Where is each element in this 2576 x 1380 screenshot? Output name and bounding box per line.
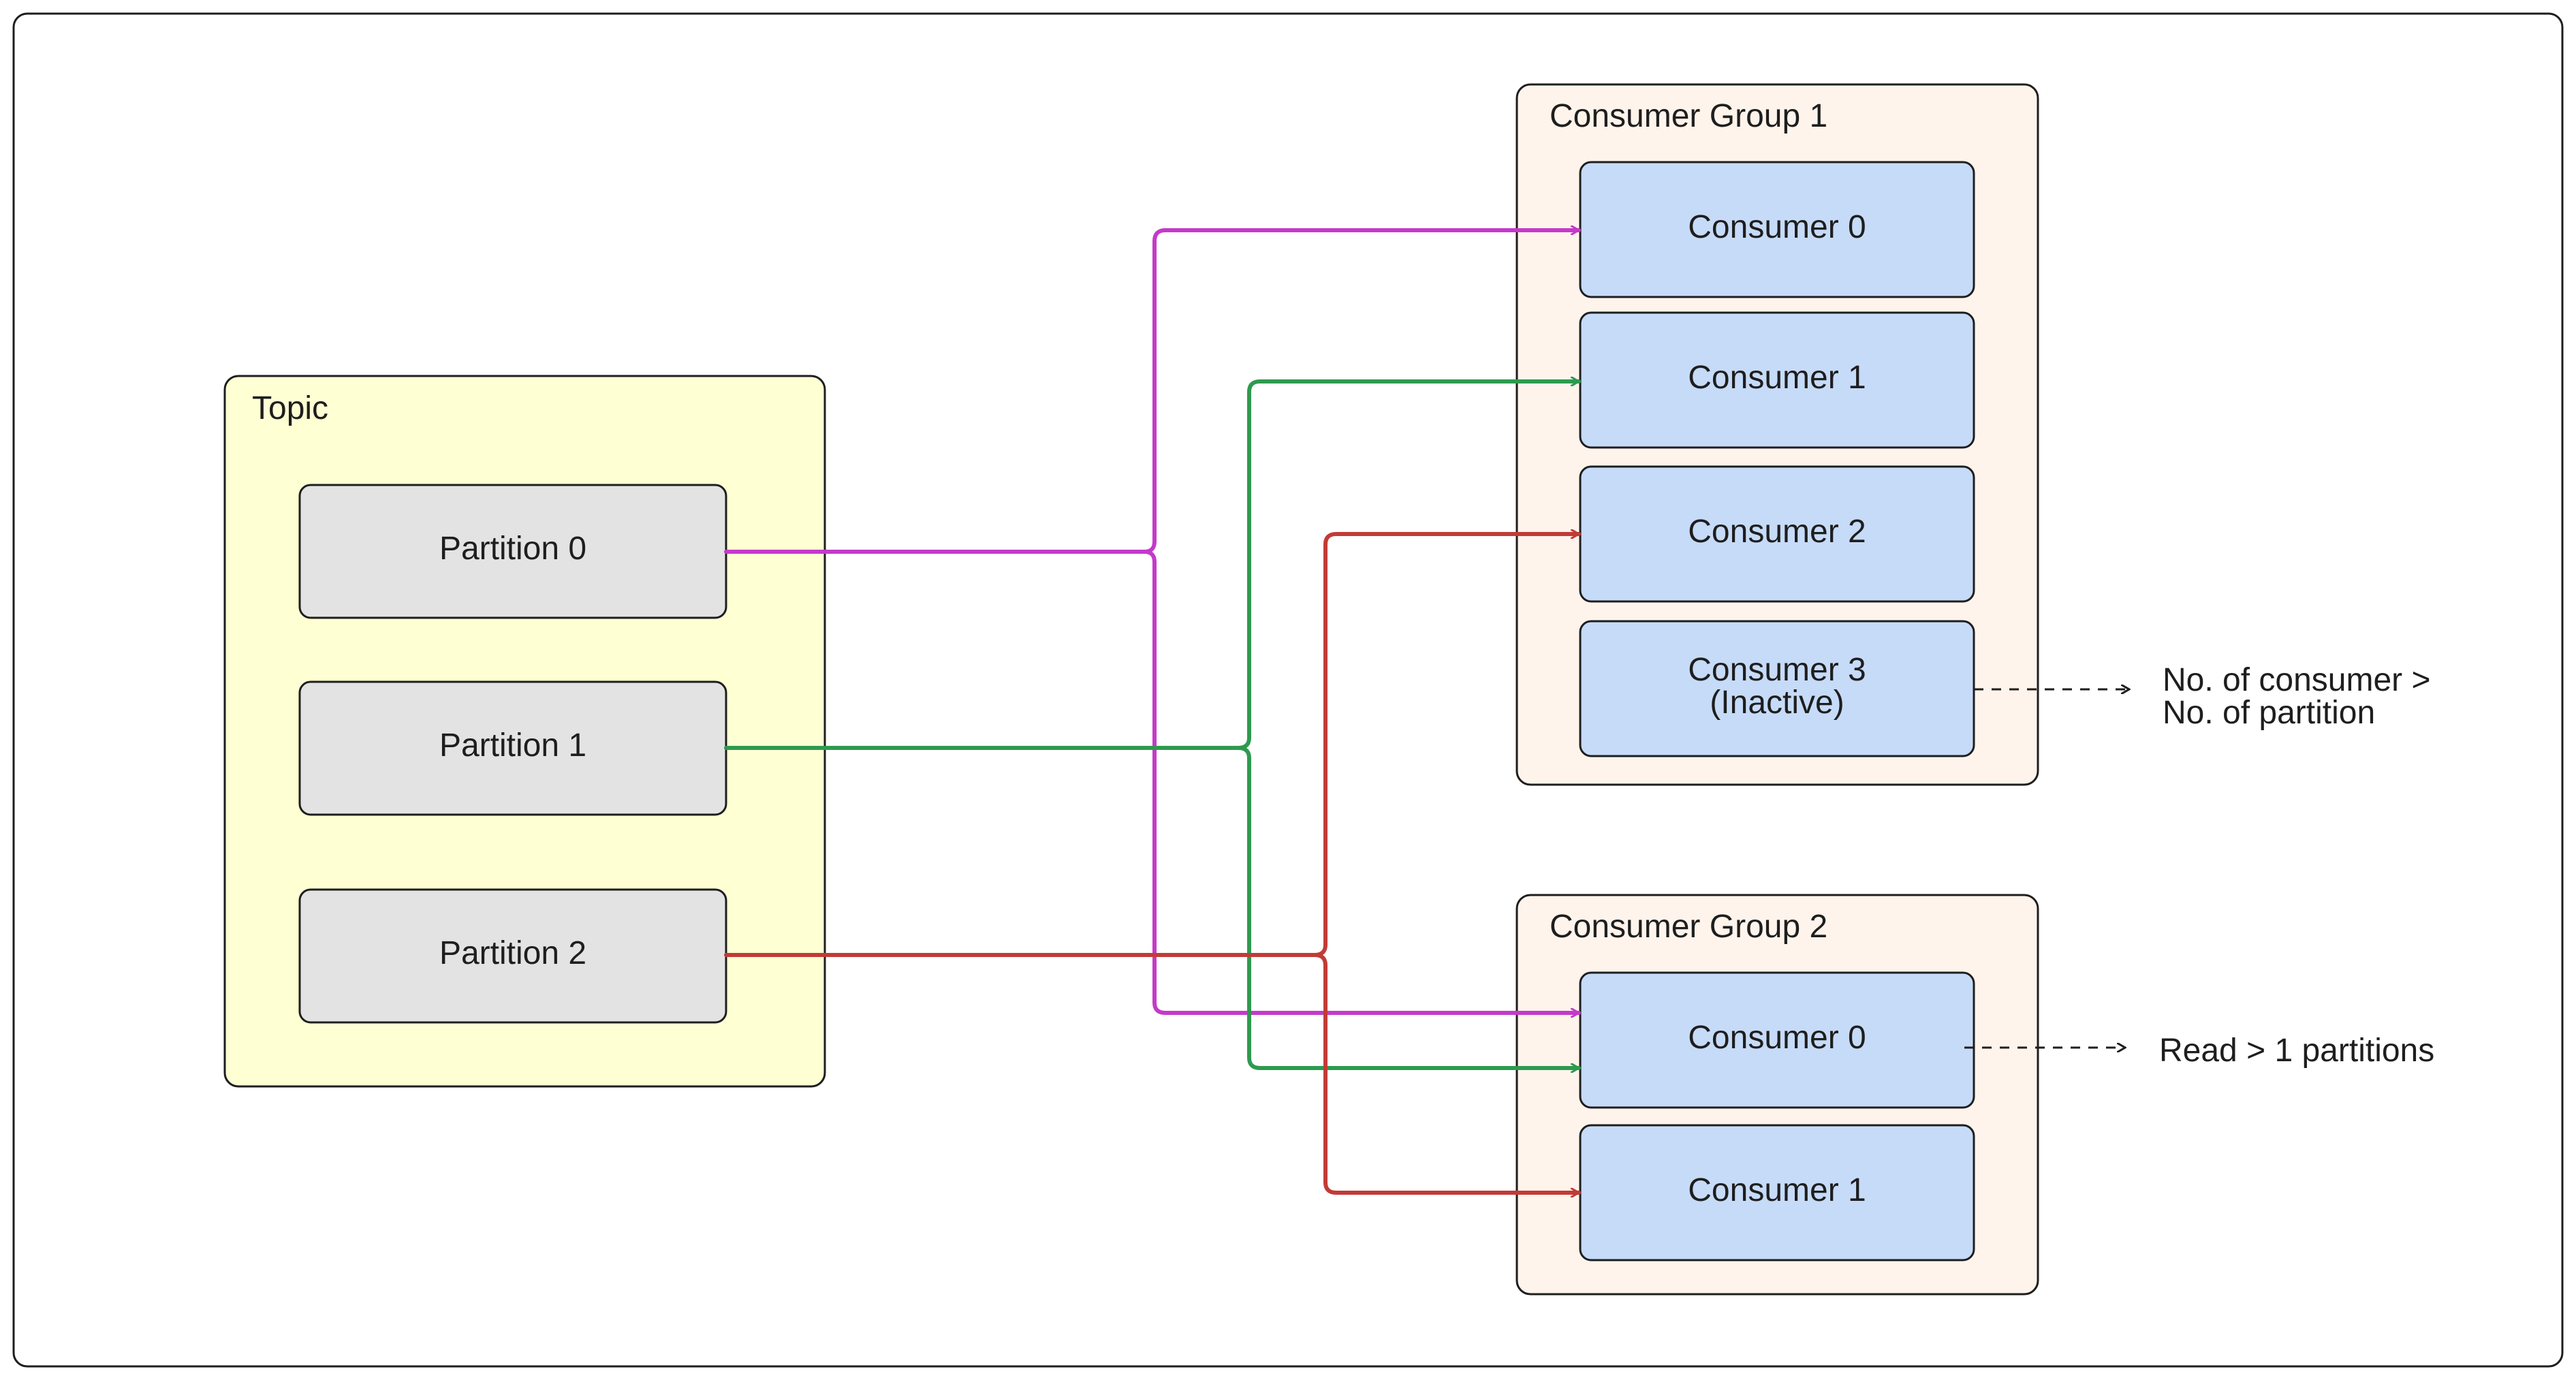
edge-p2-to-g2-consumer-1 xyxy=(1313,953,1581,1193)
note-group-2: Read > 1 partitions xyxy=(1964,1033,2434,1069)
note-group-1: No. of consumer > No. of partition xyxy=(1974,662,2431,731)
group-2-consumer-1: Consumer 1 xyxy=(1579,1124,1975,1261)
partition-2-label: Partition 2 xyxy=(439,935,586,971)
group-1-consumer-2-label: Consumer 2 xyxy=(1688,514,1866,550)
consumer-group-2: Consumer Group 2 Consumer 0 Consumer 1 xyxy=(1515,894,2039,1296)
partition-0-label: Partition 0 xyxy=(439,531,586,567)
topic-container: Topic Partition 0 Partition 1 Partition … xyxy=(223,375,826,1088)
group-2-consumer-0-label: Consumer 0 xyxy=(1688,1020,1866,1056)
group-1-consumer-2: Consumer 2 xyxy=(1579,465,1975,603)
edge-p1-to-g2-consumer-0 xyxy=(1236,746,1581,1068)
partition-0-edges xyxy=(724,230,1581,1013)
edge-p0-to-g2-consumer-0 xyxy=(1142,550,1581,1013)
partition-1-label: Partition 1 xyxy=(439,727,586,764)
group-1-consumer-1-label: Consumer 1 xyxy=(1688,360,1866,396)
group-2-consumer-1-label: Consumer 1 xyxy=(1688,1172,1866,1208)
group-2-consumer-0-box xyxy=(1579,971,1975,1109)
topic-title: Topic xyxy=(252,390,328,426)
consumer-group-1: Consumer Group 1 Consumer 0 Consumer 1 C… xyxy=(1515,83,2039,786)
group-1-consumer-3-label-line1: Consumer 3 xyxy=(1688,652,1866,688)
partition-1: Partition 1 xyxy=(298,680,727,816)
partition-2-edges xyxy=(724,534,1581,1193)
group-1-consumer-0-label: Consumer 0 xyxy=(1688,209,1866,245)
consumer-group-1-title: Consumer Group 1 xyxy=(1550,98,1827,134)
partition-2: Partition 2 xyxy=(298,888,727,1024)
partition-0: Partition 0 xyxy=(298,484,727,619)
group-1-consumer-3: Consumer 3 (Inactive) xyxy=(1579,620,1975,757)
note-group-1-line2: No. of partition xyxy=(2163,695,2375,731)
group-2-consumer-0: Consumer 0 xyxy=(1579,971,1975,1109)
note-group-1-line1: No. of consumer > xyxy=(2163,662,2431,698)
note-group-2-text: Read > 1 partitions xyxy=(2159,1033,2434,1069)
group-1-consumer-1: Consumer 1 xyxy=(1579,311,1975,449)
consumer-group-2-title: Consumer Group 2 xyxy=(1550,909,1827,945)
group-1-consumer-0: Consumer 0 xyxy=(1579,161,1975,298)
group-1-consumer-3-label-line2: (Inactive) xyxy=(1710,685,1844,721)
partition-1-edges xyxy=(724,381,1581,1068)
